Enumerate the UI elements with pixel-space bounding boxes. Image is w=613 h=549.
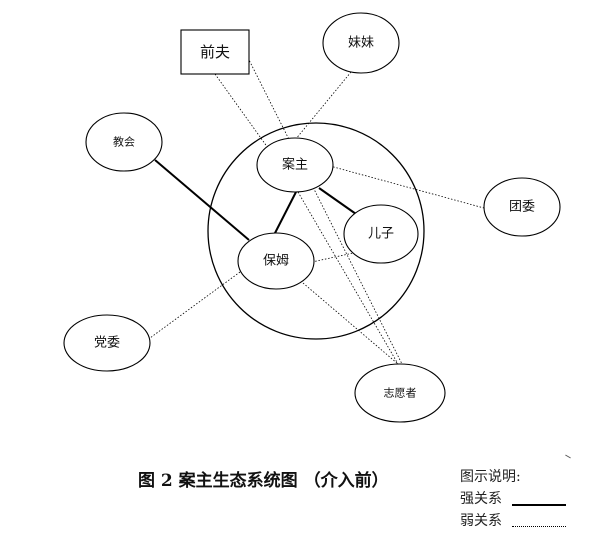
legend-weak-label: 弱关系 xyxy=(460,513,502,529)
node-volunteer-label: 志愿者 xyxy=(384,387,417,400)
node-ex-husband-label: 前夫 xyxy=(200,43,230,61)
node-church-shape xyxy=(85,112,163,172)
node-client-label: 案主 xyxy=(282,158,308,173)
node-party-committee-shape xyxy=(63,314,151,372)
node-nanny: 保姆 xyxy=(237,232,315,290)
legend-weak-row: 弱关系 xyxy=(460,510,566,532)
node-sister-label: 妹妹 xyxy=(348,36,374,51)
edge-sister-client-weak xyxy=(294,71,352,141)
edge-client-youth_league-weak xyxy=(329,165,485,209)
node-church: 教会 xyxy=(85,112,163,172)
node-son: 儿子 xyxy=(343,204,419,264)
edge-client-volunteer-weak xyxy=(297,191,399,365)
figure-caption: 图 2 案主生态系统图 （介入前） xyxy=(138,471,389,491)
node-sister-shape xyxy=(322,12,400,74)
edge-nanny-son-weak xyxy=(311,251,359,263)
edges-layer xyxy=(149,51,485,365)
node-client-shape xyxy=(256,137,334,193)
node-volunteer: 志愿者 xyxy=(354,363,446,423)
edge-nanny-volunteer-weak xyxy=(302,282,399,365)
node-sister: 妹妹 xyxy=(322,12,400,74)
node-youth-league: 团委 xyxy=(483,177,561,237)
node-youth-league-shape xyxy=(483,177,561,237)
node-client: 案主 xyxy=(256,137,334,193)
node-church-label: 教会 xyxy=(113,136,135,149)
node-son-label: 儿子 xyxy=(368,227,394,242)
legend-title: 图示说明: xyxy=(460,469,521,485)
legend-strong-row: 强关系 xyxy=(460,488,566,510)
node-ex-husband: 前夫 xyxy=(180,29,250,75)
node-youth-league-label: 团委 xyxy=(509,200,535,215)
node-party-committee-label: 党委 xyxy=(94,336,120,351)
node-ex-husband-shape xyxy=(180,29,250,75)
legend: 图示说明: 强关系 弱关系 xyxy=(460,466,566,532)
edge-client-son-strong xyxy=(318,187,357,215)
edge-church-nanny-strong xyxy=(154,159,250,241)
legend-strong-label: 强关系 xyxy=(460,491,502,507)
legend-weak-line xyxy=(512,526,566,527)
edge-ex_husband-client-weak xyxy=(214,73,269,149)
legend-strong-line xyxy=(512,504,566,506)
node-son-shape xyxy=(343,204,419,264)
node-volunteer-shape xyxy=(354,363,446,423)
node-party-committee: 党委 xyxy=(63,314,151,372)
node-nanny-label: 保姆 xyxy=(263,254,289,269)
edge-nanny-party_committee-weak xyxy=(149,271,241,339)
node-nanny-shape xyxy=(237,232,315,290)
family-boundary-circle xyxy=(207,122,425,340)
edge-client-nanny-strong xyxy=(273,191,297,236)
edge-ex_husband-volunteer-weak xyxy=(244,51,403,365)
